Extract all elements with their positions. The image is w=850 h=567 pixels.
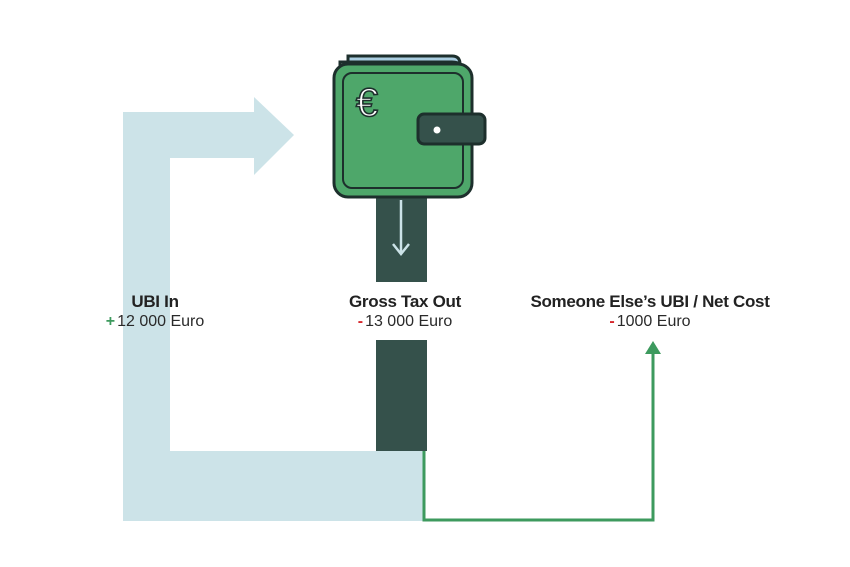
net-cost-arrowhead (645, 341, 661, 354)
ubi-in-title: UBI In (131, 292, 179, 311)
ubi-flow-path (123, 112, 425, 521)
tax-flow-band (376, 192, 427, 451)
net-cost-line (422, 341, 661, 522)
euro-icon: € (356, 81, 378, 125)
net-cost-title: Someone Else’s UBI / Net Cost (530, 292, 770, 311)
ubi-flow-band (123, 97, 425, 521)
ubi-flow-arrowhead (254, 97, 294, 175)
down-arrow-icon (392, 200, 410, 257)
wallet-icon: € (332, 54, 487, 199)
gross-tax-out-label: Gross Tax Out -13 000 Euro (305, 291, 505, 332)
ubi-in-label: UBI In +12 000 Euro (60, 291, 250, 332)
wallet-clasp-button (433, 126, 441, 134)
minus-sign: - (357, 313, 364, 330)
ubi-in-amount-row: +12 000 Euro (60, 312, 250, 332)
ubi-in-amount: 12 000 Euro (117, 313, 205, 330)
tax-flow-lower (376, 340, 427, 451)
net-cost-amount-row: -1000 Euro (505, 312, 795, 332)
gross-tax-out-amount-row: -13 000 Euro (305, 312, 505, 332)
minus-sign: - (609, 313, 615, 330)
gross-tax-out-title: Gross Tax Out (349, 292, 461, 311)
wallet-clasp (416, 112, 487, 146)
plus-sign: + (105, 313, 116, 330)
net-cost-amount: 1000 Euro (616, 313, 691, 330)
net-cost-label: Someone Else’s UBI / Net Cost -1000 Euro (505, 291, 795, 332)
gross-tax-out-amount: 13 000 Euro (365, 313, 453, 330)
